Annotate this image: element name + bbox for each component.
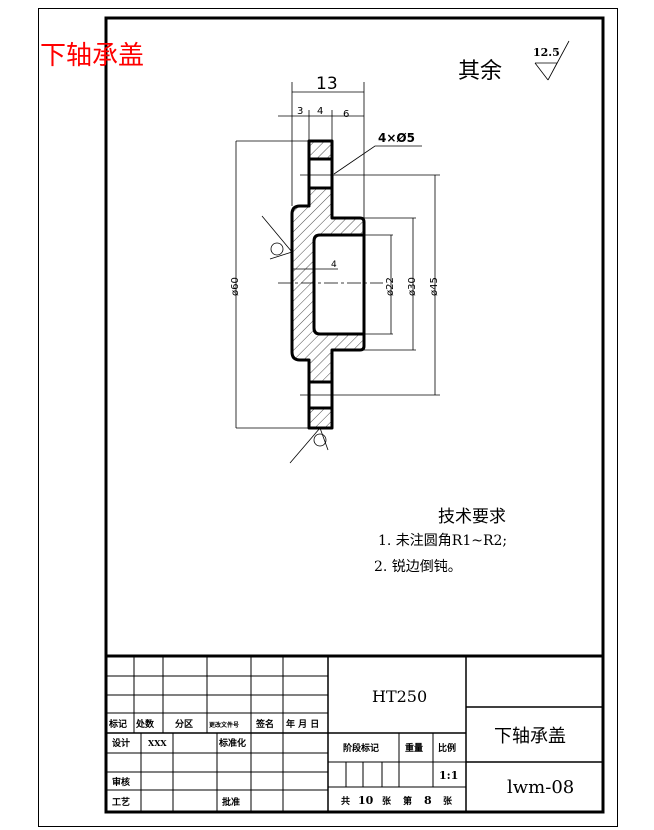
scale-value: 1:1 bbox=[439, 769, 458, 782]
drawing-frame bbox=[104, 16, 605, 814]
title-block bbox=[107, 656, 603, 812]
dim-overall-width: 13 bbox=[316, 74, 338, 94]
tech-req-item: 1. 未注圆角R1~R2; bbox=[378, 533, 507, 549]
roughness-mark-icon bbox=[289, 427, 329, 464]
surface-note-label: 其余 bbox=[458, 59, 502, 84]
dim-dia-60: ø60 bbox=[230, 277, 241, 296]
approve-label: 批准 bbox=[222, 796, 240, 808]
tech-req-heading: 技术要求 bbox=[438, 507, 506, 527]
sheet-total-unit: 张 bbox=[382, 795, 392, 807]
header-mark: 标记 bbox=[108, 718, 127, 730]
sheet-total-prefix: 共 bbox=[341, 795, 350, 807]
header-signature: 签名 bbox=[255, 718, 274, 730]
header-change-doc: 更改文件号 bbox=[209, 721, 239, 729]
dim-holes: 4×Ø5 bbox=[378, 131, 415, 145]
sheet-current: 8 bbox=[424, 794, 432, 807]
material: HT250 bbox=[372, 687, 427, 706]
design-label: 设计 bbox=[112, 737, 130, 749]
tech-req-item: 2. 锐边倒钝。 bbox=[374, 559, 462, 575]
header-date: 年 月 日 bbox=[286, 718, 319, 730]
standardization-label: 标准化 bbox=[218, 737, 246, 749]
part-section-view bbox=[290, 139, 366, 430]
process-label: 工艺 bbox=[112, 796, 130, 808]
dim-step-a: 3 bbox=[297, 106, 303, 117]
roughness-symbol-icon: 12.5 bbox=[533, 40, 570, 81]
part-name: 下轴承盖 bbox=[494, 726, 566, 747]
designer-name: XXX bbox=[148, 738, 167, 748]
weight-label: 重量 bbox=[405, 742, 423, 754]
roughness-value: 12.5 bbox=[533, 46, 560, 59]
dim-dia-45: ø45 bbox=[429, 277, 440, 296]
dimension-13: 13 3 4 6 bbox=[278, 74, 365, 218]
scale-label: 比例 bbox=[438, 742, 456, 754]
dim-dia-22: ø22 bbox=[385, 277, 396, 296]
roughness-mark-icon bbox=[261, 215, 293, 260]
sheet-current-prefix: 第 bbox=[403, 795, 412, 807]
review-label: 审核 bbox=[112, 776, 130, 788]
drawing-title: 下轴承盖 bbox=[40, 41, 144, 71]
dim-bore-depth: 4 bbox=[331, 260, 337, 270]
sheet-total: 10 bbox=[358, 794, 374, 807]
outer-border bbox=[38, 8, 618, 827]
dim-step-c: 6 bbox=[343, 109, 349, 120]
dim-dia-30: ø30 bbox=[407, 277, 418, 296]
sheet-current-unit: 张 bbox=[443, 795, 453, 807]
header-count: 处数 bbox=[135, 718, 155, 730]
dim-step-b: 4 bbox=[317, 106, 323, 117]
header-zone: 分区 bbox=[175, 718, 193, 730]
drawing-number: lwm-08 bbox=[507, 777, 574, 798]
stage-label: 阶段标记 bbox=[343, 742, 379, 754]
